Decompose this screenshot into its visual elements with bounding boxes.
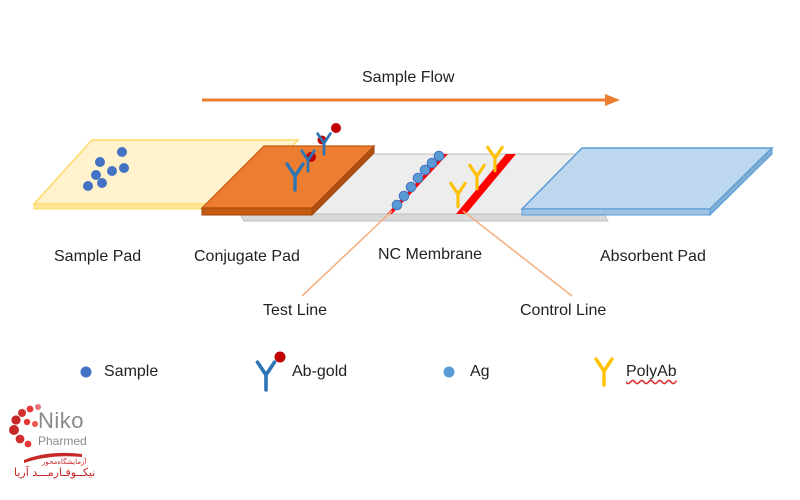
ag-chain <box>391 150 445 211</box>
niko-pharmed-logo: Niko Pharmed آزمایشگاه‌محور نیکــوفـارمـ… <box>8 404 108 494</box>
logo-sub: Pharmed <box>38 434 87 448</box>
sample-pad-label: Sample Pad <box>54 248 142 265</box>
legend-ag-icon <box>443 366 455 378</box>
logo-brand: Niko <box>38 408 85 433</box>
legend-sample-label: Sample <box>104 363 159 380</box>
sample-flow-arrow <box>202 94 620 106</box>
ab-gold-on-conjugate <box>285 123 341 192</box>
sample-dots <box>83 147 129 191</box>
logo-fa-big: نیکــوفـارمـــد آریا <box>14 466 96 479</box>
sample-flow-label: Sample Flow <box>362 69 455 86</box>
legend-polyab-label: PolyAb <box>626 363 677 380</box>
absorbent-pad <box>520 146 774 217</box>
conjugate-pad-label: Conjugate Pad <box>194 248 300 265</box>
control-line <box>456 154 516 214</box>
legend-sample-icon <box>80 366 92 378</box>
legend-ab-gold-label: Ab-gold <box>292 363 348 380</box>
logo-mark-icon <box>9 404 82 463</box>
logo-fa-small: آزمایشگاه‌محور <box>42 458 87 466</box>
nc-membrane-label: NC Membrane <box>378 246 483 263</box>
legend-polyab-icon <box>594 357 614 387</box>
conjugate-pad <box>200 144 376 217</box>
test-line-label: Test Line <box>263 302 328 319</box>
control-line-pointer <box>462 210 573 297</box>
legend-ag-label: Ag <box>470 363 490 380</box>
legend-ab-gold-icon <box>255 351 286 392</box>
control-line-label: Control Line <box>520 302 607 319</box>
absorbent-pad-label: Absorbent Pad <box>600 248 706 265</box>
test-line-pointer <box>301 210 393 297</box>
